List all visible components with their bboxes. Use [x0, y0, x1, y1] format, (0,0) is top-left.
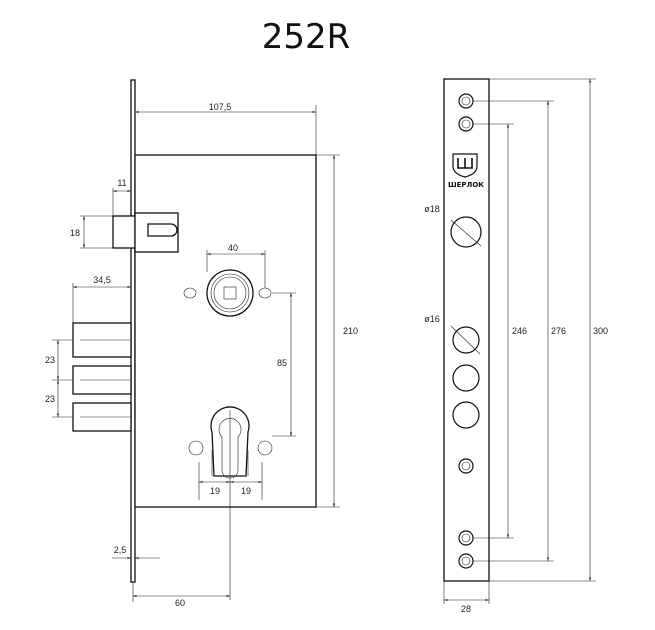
latch-opening: [450, 216, 482, 248]
dim-latch-offset: 11: [117, 178, 126, 188]
dim-bolt-pitch-1: 23: [45, 355, 55, 365]
brand-name: ШЕРЛОК: [448, 181, 484, 189]
dim-hole-diameter-small: ø16: [424, 314, 440, 324]
dim-backset: 60: [175, 598, 185, 608]
dim-bolt-projection: 34,5: [93, 275, 111, 285]
dim-hole-diameter-large: ø18: [424, 204, 440, 214]
dim-latch-height: 18: [70, 228, 80, 238]
dim-faceplate-thickness: 2,5: [114, 545, 127, 555]
bolt-opening-middle: [452, 364, 480, 392]
dim-body-height: 210: [343, 326, 358, 336]
dim-center-distance: 85: [277, 358, 287, 368]
screw-hole-top-outer: [458, 93, 474, 109]
screw-hole-middle: [458, 458, 474, 474]
dim-screw-spacing-inner: 246: [512, 326, 527, 336]
sherlock-logo-icon: [452, 153, 478, 178]
dim-cylinder-left: 19: [210, 486, 220, 496]
dim-spindle-width: 40: [228, 243, 238, 253]
dead-bolts: [72, 322, 132, 432]
screw-hole-top-inner: [458, 116, 474, 132]
dim-bolt-pitch-2: 23: [45, 394, 55, 404]
model-title: 252R: [262, 17, 351, 57]
dim-backset-width: 107,5: [209, 102, 232, 112]
bolt-opening-lower: [452, 401, 480, 429]
lock-side-view: 107,5 11 18 40 34,5 23 23 85: [45, 79, 358, 608]
latch-bolt: [112, 212, 179, 253]
faceplate-front-view: ШЕРЛОК ø18 ø16 246 276 300 28: [424, 78, 608, 614]
screw-hole-bottom-inner: [458, 530, 474, 546]
spindle-hub: [183, 269, 272, 317]
dim-screw-spacing-outer: 276: [551, 326, 566, 336]
screw-hole-bottom-outer: [458, 553, 474, 569]
dim-faceplate-width: 28: [461, 604, 471, 614]
dim-faceplate-length: 300: [593, 326, 608, 336]
dim-cylinder-right: 19: [241, 486, 251, 496]
